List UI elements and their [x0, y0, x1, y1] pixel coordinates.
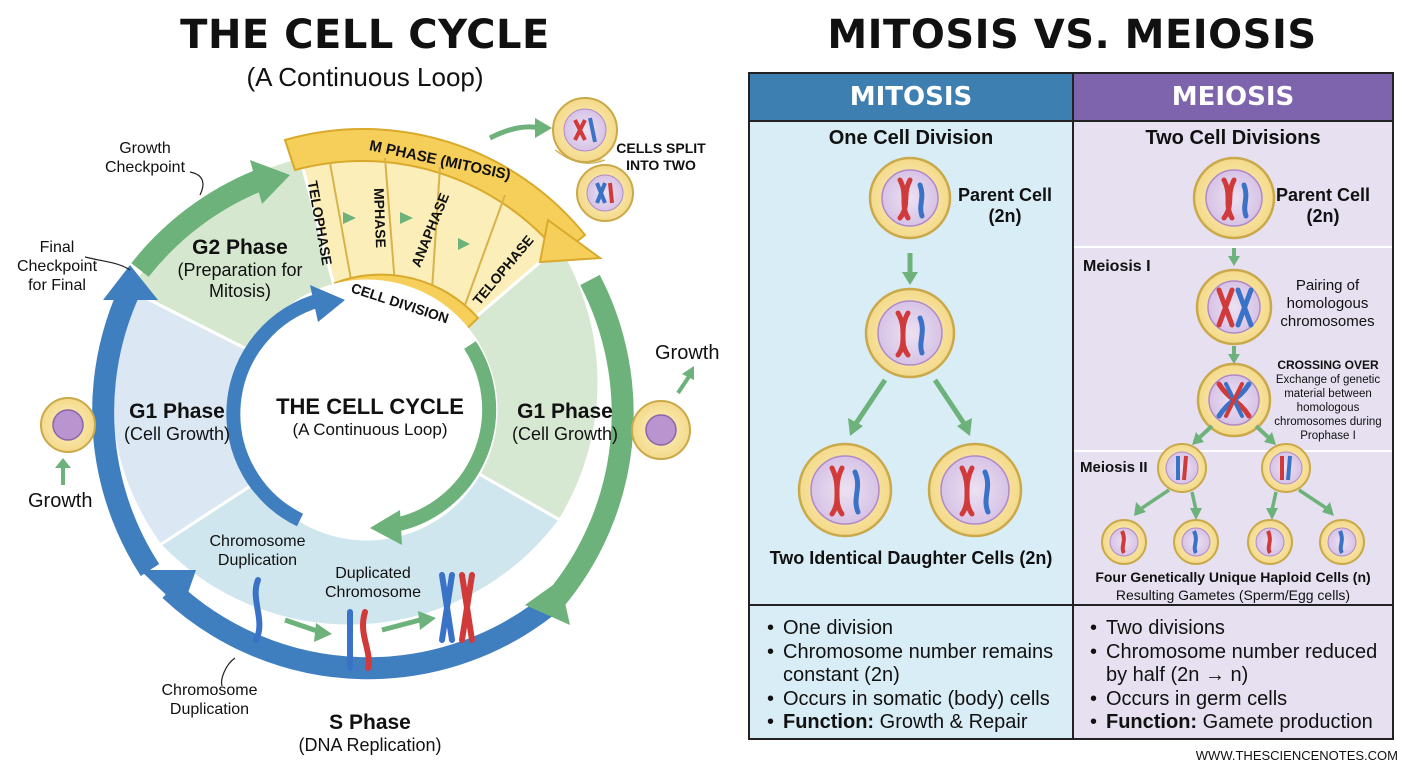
mitosis-subheader: One Cell Division — [828, 127, 994, 149]
cells-split-label: CELLS SPLIT INTO TWO — [616, 140, 706, 173]
inner-blue-arrow — [226, 293, 322, 527]
haploid-cell-1 — [1101, 519, 1147, 565]
g1-right-phase: G1 Phase (Cell Growth) — [500, 400, 630, 445]
mitosis-bullets: One division Chromosome number remains c… — [765, 617, 1065, 735]
g2-sub: (Preparation for Mitosis) — [177, 260, 303, 301]
blue-bottom-arrow — [162, 581, 563, 680]
meiosis-diagram — [1101, 156, 1365, 565]
green-right-arrow — [546, 274, 634, 608]
right-cell-icon — [631, 400, 691, 460]
mitosis-bullet-4: Function: Growth & Repair — [765, 711, 1065, 735]
meiosis-pairing-cell — [1195, 268, 1273, 346]
growth-right-label: Growth — [655, 342, 720, 364]
mitosis-daughter-right — [927, 442, 1023, 538]
meiosis-bullet-3: Occurs in germ cells — [1088, 688, 1388, 712]
meiosis-bullet-4: Function: Gamete production — [1088, 711, 1388, 735]
crossing-over-desc: Exchange of genetic material between hom… — [1274, 374, 1382, 442]
m-phase-arrowhead — [538, 218, 603, 264]
mitosis-diagram — [797, 156, 1023, 538]
mitosis-bullet-1: One division — [765, 617, 1065, 641]
s-title: S Phase — [329, 711, 411, 734]
green-top-arrow — [131, 169, 265, 277]
growth-checkpoint-label: Growth Checkpoint — [104, 140, 186, 176]
cycle-title: THE CELL CYCLE — [180, 12, 550, 58]
growth-left-label: Growth — [28, 490, 93, 512]
haploid-cell-2 — [1173, 519, 1219, 565]
meiosis-bullet-1: Two divisions — [1088, 617, 1388, 641]
mitosis-middle-cell — [864, 287, 956, 379]
inner-cycle-label: THE CELL CYCLE (A Continuous Loop) — [270, 394, 470, 440]
meiosis2-cell-left — [1157, 443, 1207, 493]
meiosis-crossing-cell — [1196, 362, 1272, 438]
inner-green-arrow — [393, 341, 497, 532]
s-phase: S Phase (DNA Replication) — [270, 711, 470, 756]
duplicated-chromosome: Duplicated Chromosome — [324, 565, 422, 601]
crossing-over-title: CROSSING OVER — [1277, 358, 1379, 372]
inner-title: THE CELL CYCLE — [276, 394, 464, 419]
mitosis-parent-label: Parent Cell (2n) — [957, 185, 1053, 226]
comparison-table — [748, 72, 1394, 740]
mitosis-result: Two Identical Daughter Cells (2n) — [769, 548, 1053, 568]
left-cell-icon — [40, 397, 96, 453]
meiosis2-cell-right — [1261, 443, 1311, 493]
g1-left-sub: (Cell Growth) — [123, 424, 230, 444]
meiosis-result: Four Genetically Unique Haploid Cells (n… — [1095, 569, 1371, 585]
meiosis-i-label: Meiosis I — [1083, 258, 1151, 275]
meiosis-header: MEIOSIS — [1074, 74, 1392, 122]
cycle-subtitle: (A Continuous Loop) — [246, 62, 484, 92]
meiosis-ii-label: Meiosis II — [1080, 459, 1148, 476]
pairing-label: Pairing of homologous chromosomes — [1280, 277, 1375, 330]
g1-left-title: G1 Phase — [129, 400, 225, 423]
blue-outer-arrow — [92, 285, 160, 576]
mitosis-bullet-3: Occurs in somatic (body) cells — [765, 688, 1065, 712]
g1-left-phase: G1 Phase (Cell Growth) — [112, 400, 242, 445]
meiosis-bullets: Two divisions Chromosome number reduced … — [1088, 617, 1388, 735]
haploid-cells — [1101, 519, 1365, 565]
meiosis-bullet-2: Chromosome number reduced by half (2n → … — [1088, 641, 1388, 688]
g1-right-sub: (Cell Growth) — [511, 424, 618, 444]
inner-subtitle: (A Continuous Loop) — [292, 420, 448, 439]
mitosis-header: MITOSIS — [750, 74, 1072, 122]
mitosis-bullet-2: Chromosome number remains constant (2n) — [765, 641, 1065, 688]
s-sub: (DNA Replication) — [298, 735, 442, 755]
meiosis-subheader: Two Cell Divisions — [1145, 127, 1321, 149]
mitosis-parent-cell — [868, 156, 952, 240]
chromosome-duplication-bottom: Chromosome Duplication — [161, 682, 258, 718]
g2-title: G2 Phase — [192, 236, 288, 259]
meiosis-result-sub: Resulting Gametes (Sperm/Egg cells) — [1115, 587, 1351, 603]
haploid-cell-3 — [1247, 519, 1293, 565]
g1-right-title: G1 Phase — [517, 400, 613, 423]
final-checkpoint-label: Final Checkpoint for Final — [16, 239, 98, 294]
cell-cycle-diagram — [40, 97, 694, 687]
meiosis-parent-cell — [1192, 156, 1276, 240]
meiosis-parent-label: Parent Cell (2n) — [1275, 185, 1371, 226]
g2-phase: G2 Phase (Preparation for Mitosis) — [170, 236, 310, 302]
footer-url[interactable]: WWW.THESCIENCENOTES.COM — [1195, 748, 1398, 763]
chromosome-duplication-top: Chromosome Duplication — [209, 533, 306, 569]
comparison-title: MITOSIS VS. MEIOSIS — [827, 12, 1317, 58]
dividing-cells-icon — [552, 97, 634, 222]
haploid-cell-4 — [1319, 519, 1365, 565]
mitosis-daughter-left — [797, 442, 893, 538]
